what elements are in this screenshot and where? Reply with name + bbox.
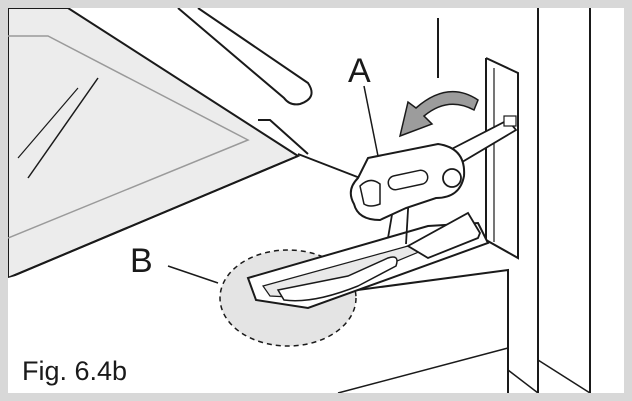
figure-panel: A B Fig. 6.4b bbox=[8, 8, 624, 393]
hinge-lock-slot bbox=[387, 169, 429, 191]
frame-base-1 bbox=[507, 369, 539, 393]
label-a: A bbox=[348, 52, 371, 90]
hinge-diagram bbox=[8, 8, 591, 393]
hinge-bracket bbox=[406, 211, 482, 260]
curved-arrow-icon bbox=[398, 90, 479, 138]
hinge-lock-notch bbox=[359, 179, 381, 207]
leader-a bbox=[363, 85, 379, 157]
leader-b bbox=[167, 265, 219, 284]
glass-reflection-1 bbox=[27, 77, 99, 179]
oven-body-base bbox=[337, 347, 509, 393]
hinge-lever-b bbox=[276, 256, 398, 302]
door-edge-tab bbox=[258, 119, 309, 155]
hinge-pivot bbox=[442, 168, 462, 188]
label-b: B bbox=[130, 242, 153, 280]
hinge-slot bbox=[485, 57, 519, 260]
figure-caption: Fig. 6.4b bbox=[22, 356, 128, 386]
door-glass-inner-edge bbox=[8, 35, 250, 239]
hinge-arm-tip bbox=[503, 115, 517, 127]
door-top-line bbox=[297, 153, 361, 179]
door-handle bbox=[177, 8, 313, 106]
door-bottom-edge bbox=[8, 155, 299, 279]
frame-base-2 bbox=[537, 359, 591, 393]
glass-reflection-2 bbox=[17, 87, 79, 159]
